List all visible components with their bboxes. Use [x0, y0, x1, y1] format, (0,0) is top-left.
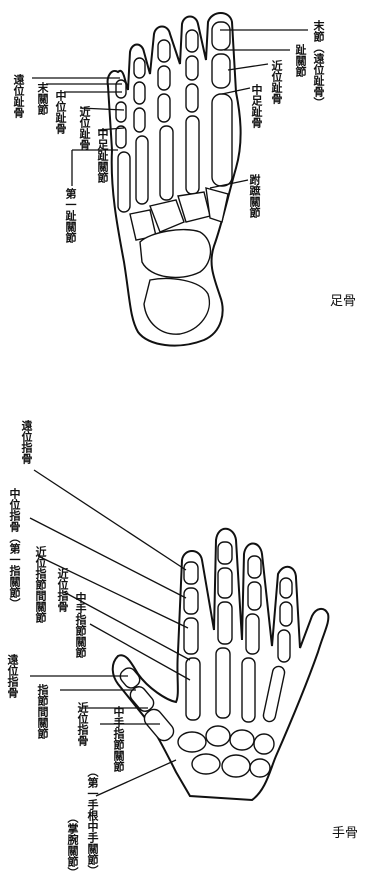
- label-hand-mcp-joint: 中手指節關節: [74, 592, 87, 658]
- label-first-cmc-joint: （第一手根中手關節）: [86, 766, 99, 876]
- label-proximal-phalanx: 近位趾骨: [270, 60, 283, 104]
- label-thumb-proximal-phalanx: 近位指骨: [76, 702, 89, 746]
- label-metatarsophalangeal-joint: 中足趾關節: [96, 128, 109, 183]
- label-proximal-phalanx-left: 近位趾骨: [78, 106, 91, 150]
- label-distal-phalanx: 末節（遠位趾骨）: [312, 20, 325, 108]
- foot-leader-lines: [32, 29, 308, 189]
- label-thumb-mcp-joint: 中手指節關節: [112, 706, 125, 772]
- label-tarsometatarsal-joint: 跗蹠關節: [248, 174, 261, 218]
- hand-leader-lines: [29, 469, 191, 797]
- foot-outline: [106, 12, 242, 347]
- foot-caption: 足骨: [330, 294, 357, 309]
- label-hand-proximal-phalanx: 近位指骨: [56, 568, 69, 612]
- hand-outline: [111, 527, 330, 802]
- hand-caption: 手骨: [332, 826, 359, 841]
- label-carpometacarpal: （掌腕關節）: [66, 812, 79, 878]
- label-hand-middle-phalanx: 中位指骨（第一指關節）: [8, 488, 21, 609]
- hand-bones: [119, 541, 293, 778]
- foot-diagram: [32, 12, 308, 347]
- label-distal-phalanx-left: 遠位趾骨: [12, 74, 25, 118]
- hand-diagram: [29, 469, 330, 802]
- label-hand-pip-joint: 近位指節間關節: [34, 546, 47, 623]
- foot-bones: [115, 21, 233, 335]
- label-thumb-distal-phalanx: 遠位指骨: [6, 654, 19, 698]
- label-interphalangeal-joint: 指節間關節: [36, 684, 49, 739]
- label-middle-phalanx-left: 中位趾骨: [54, 90, 67, 134]
- label-metatarsal: 中足趾骨: [250, 84, 263, 128]
- label-toe-joint: 趾關節: [294, 44, 307, 77]
- label-hand-distal-phalanx: 遠位指骨: [20, 420, 33, 464]
- label-end-joint: 末關節: [36, 82, 49, 115]
- label-first-toe-joint: 第一趾關節: [64, 188, 77, 243]
